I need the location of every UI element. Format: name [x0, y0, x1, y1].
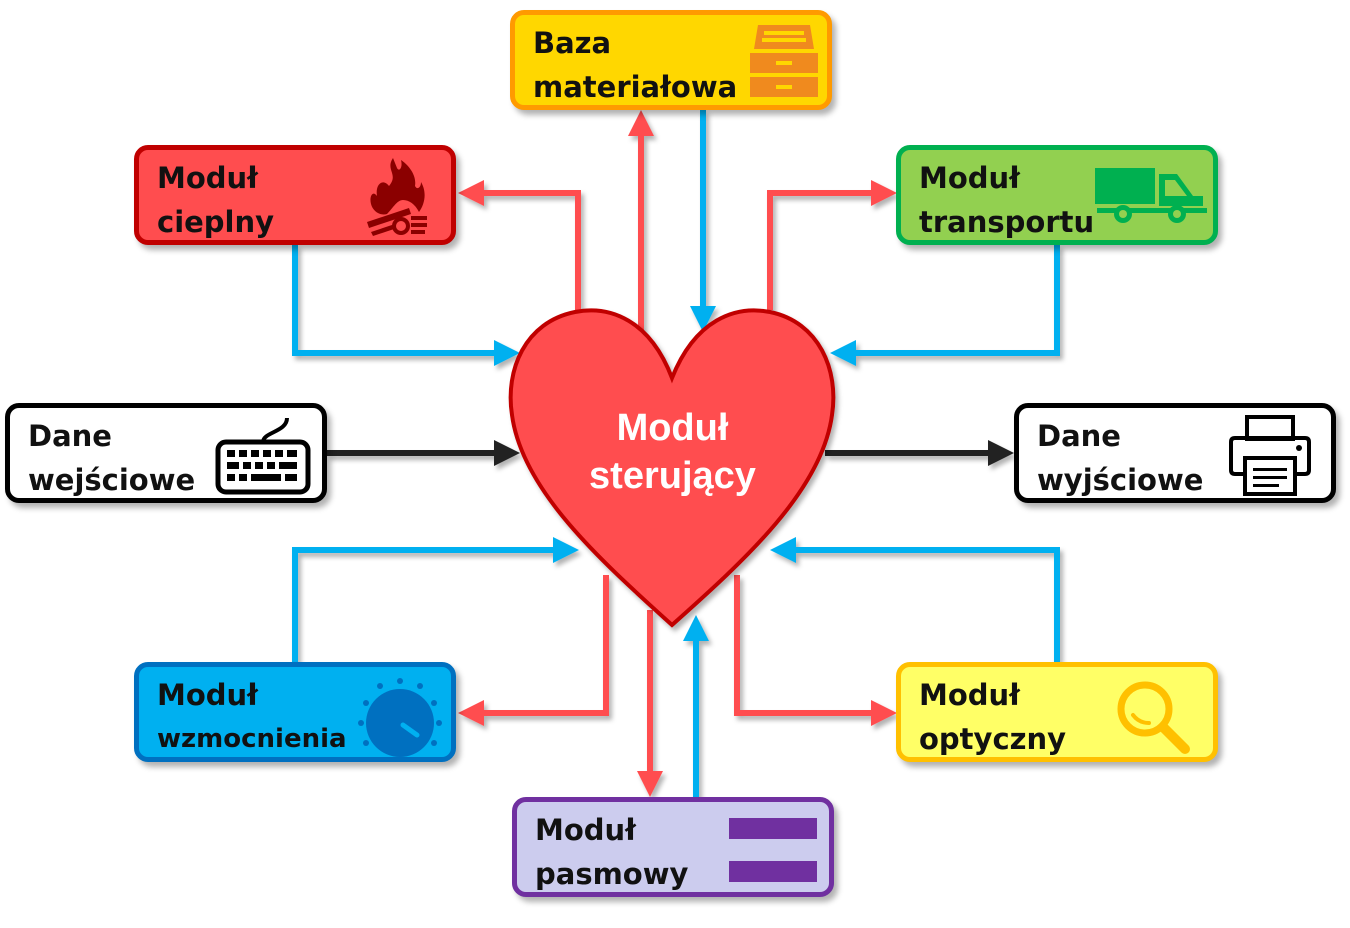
arrowhead-to-optyczny [871, 700, 897, 726]
truck-icon [1095, 168, 1207, 223]
arrowhead-to-transportu [871, 180, 897, 206]
arrowhead-from-cieplny [494, 340, 520, 366]
connector-to-transportu [767, 190, 874, 310]
bands-icon [729, 818, 817, 882]
arrowhead-from-transportu [830, 340, 856, 366]
arrowhead-from-pasmowy [683, 615, 709, 641]
knob-dial-icon [358, 678, 442, 757]
campfire-icon [367, 158, 427, 236]
connector-from-wzmocnienia [292, 547, 555, 662]
connector-from-optyczny [795, 547, 1060, 662]
connector-to-cieplny [480, 190, 581, 310]
arrowhead-to-wzmocnienia [458, 700, 484, 726]
keyboard-icon [215, 417, 311, 495]
filing-cabinet-icon [750, 25, 818, 97]
arrowhead-from-optyczny [770, 537, 796, 563]
arrowhead-to-cieplny [458, 180, 484, 206]
control-module-label: Moduł sterujący [589, 407, 756, 497]
arrowhead-from-baza [690, 306, 716, 332]
arrowhead-from-wejsciowe [494, 440, 520, 466]
arrowhead-to-pasmowy [637, 771, 663, 797]
connector-to-wzmocnienia [480, 575, 609, 716]
arrowhead-from-wzmocnienia [553, 537, 579, 563]
magnifier-icon [1117, 681, 1190, 754]
printer-icon [1229, 415, 1311, 496]
arrowhead-to-baza [628, 110, 654, 136]
connector-to-optyczny [734, 575, 874, 716]
arrowhead-to-wyjsciowe [988, 440, 1014, 466]
control-module-heart[interactable] [508, 308, 836, 628]
connector-from-transportu [855, 245, 1060, 356]
connector-from-cieplny [292, 245, 496, 356]
